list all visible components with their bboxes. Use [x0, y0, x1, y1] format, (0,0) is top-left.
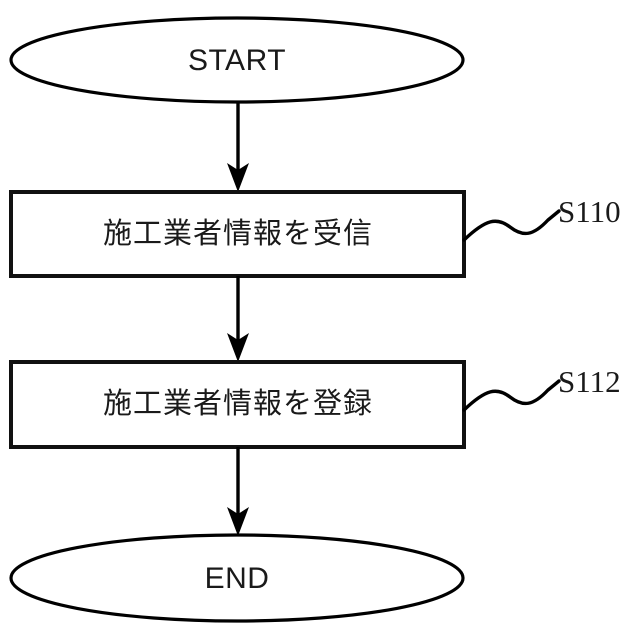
s112-leader-wavy-line — [462, 379, 561, 412]
start-label: START — [188, 44, 286, 77]
step-ref-s112: S112 — [462, 364, 621, 412]
s112-label: 施工業者情報を登録 — [103, 386, 373, 420]
edge-s110-to-s112 — [227, 276, 249, 362]
s110-leader-wavy-line — [462, 209, 561, 242]
edge-start-to-s110-arrowhead — [227, 163, 249, 192]
edge-s110-to-s112-arrowhead — [227, 333, 249, 362]
s112-box-shape — [9, 360, 466, 449]
s110-label: 施工業者情報を受信 — [103, 216, 373, 250]
node-s112[interactable]: 施工業者情報を登録 — [9, 360, 466, 449]
node-end[interactable]: END — [9, 533, 465, 623]
edge-s112-to-end — [227, 447, 249, 536]
s112-ref-text: S112 — [558, 364, 621, 399]
node-s110[interactable]: 施工業者情報を受信 — [9, 190, 466, 278]
edge-start-to-s110 — [227, 102, 249, 192]
edge-s112-to-end-arrowhead — [227, 507, 249, 536]
s110-box-shape — [9, 190, 466, 278]
s110-ref-text: S110 — [558, 194, 621, 229]
end-label: END — [205, 562, 270, 595]
node-start[interactable]: START — [9, 16, 465, 104]
step-ref-s110: S110 — [462, 194, 621, 242]
end-ellipse-shape — [9, 533, 465, 623]
